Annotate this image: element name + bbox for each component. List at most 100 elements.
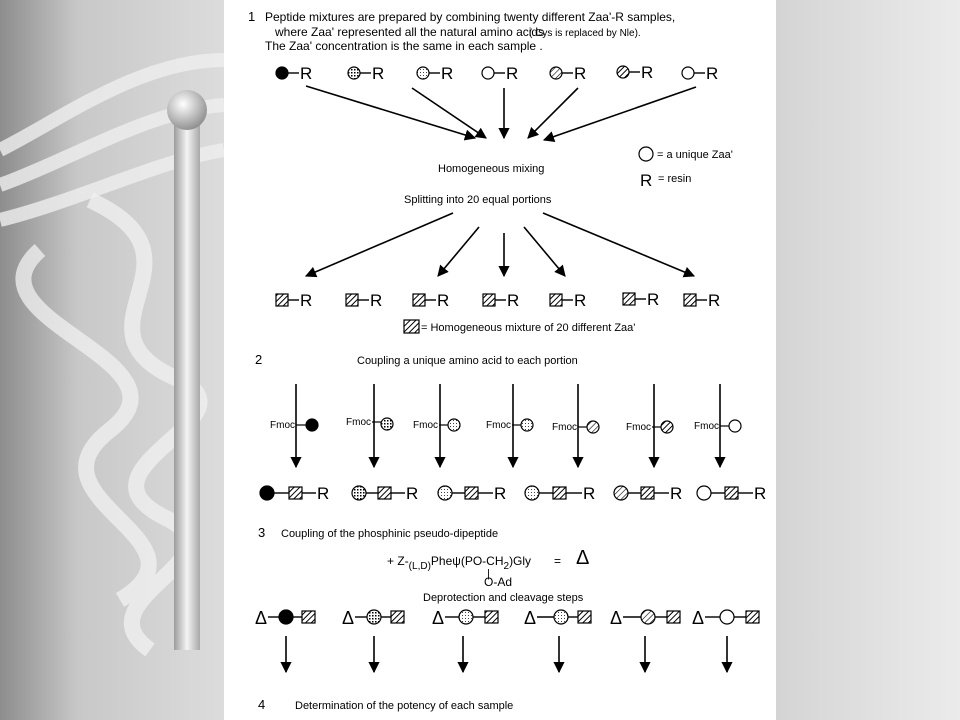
mixture-square [724,486,739,500]
cleavage-arrows [280,636,733,674]
amino-acid-circle [660,420,674,434]
resin-label: R [437,291,449,310]
mixture-square [390,610,405,624]
mixture-square [484,610,499,624]
step1-line1: Peptide mixtures are prepared by combini… [265,10,675,24]
legend-circle-text: = a unique Zaa' [657,149,733,161]
fmoc-label: Fmoc [626,422,651,433]
resin-label: R [670,484,682,503]
samples-row1: R R R R R R R [275,63,718,83]
legend: = a unique Zaa' R = resin [638,146,733,190]
split-label: Splitting into 20 equal portions [404,194,552,206]
step1-line2a: where Zaa' represented all the natural a… [274,25,544,39]
delta-icon: Δ [692,608,704,628]
delta-icon: Δ [432,608,444,628]
mixture-square [683,293,697,307]
dipeptide-resin-row: R R R R R R [259,484,766,503]
amino-acid-circle [520,418,534,432]
formula-main: + Z-(L,D)Pheψ(PO-CH2)Gly [387,554,531,572]
resin-label: R [506,64,518,83]
caduceus-background [0,0,224,720]
resin-label: R [507,291,519,310]
legend-mixture-icon [403,319,420,334]
mixture-square [666,610,681,624]
step1-line3: The Zaa' concentration is the same in ea… [265,39,543,53]
delta-icon: Δ [610,608,622,628]
delta-icon: Δ [524,608,536,628]
phosphinic-formula: + Z-(L,D)Pheψ(PO-CH2)Gly = Δ | O-Ad [387,547,589,589]
sample-circle [616,65,630,79]
step1-number: 1 [248,9,255,24]
mixture-square [745,610,760,624]
fmoc-reagents: Fmoc Fmoc Fmoc Fmoc Fmoc Fmoc Fmoc [270,417,742,434]
resin-label: R [754,484,766,503]
fmoc-label: Fmoc [694,421,719,432]
final-products-row: Δ Δ Δ Δ Δ Δ [255,608,760,628]
sample-circle [416,66,430,80]
amino-acid-circle [305,418,319,432]
diagram-panel: 1 Peptide mixtures are prepared by combi… [224,0,776,720]
fmoc-label: Fmoc [552,422,577,433]
resin-label: R [370,291,382,310]
rod [174,120,200,650]
rod-ball [167,90,207,130]
combinatorial-synthesis-diagram: 1 Peptide mixtures are prepared by combi… [248,9,766,712]
mixture-square [577,610,592,624]
mixture-square [301,610,316,624]
mixture-square [288,486,303,500]
resin-label: R [441,64,453,83]
resin-label: R [574,64,586,83]
legend-resin-symbol: R [640,171,652,190]
amino-acid-circle [447,418,461,432]
resin-label: R [647,290,659,309]
mixture-square [377,486,392,500]
resin-label: R [300,291,312,310]
formula-delta: Δ [576,547,589,569]
legend-circle-icon [638,146,654,162]
delta-icon: Δ [255,608,267,628]
delta-icon: Δ [342,608,354,628]
legend-resin-text: = resin [658,173,691,185]
step4-number: 4 [258,697,265,712]
mixture-square [464,486,479,500]
sample-circle [275,66,289,80]
diverging-arrows [304,212,696,278]
step3-number: 3 [258,525,265,540]
resin-label: R [494,484,506,503]
step4-title: Determination of the potency of each sam… [295,700,513,712]
portions-row: R R R R R R R [275,290,720,310]
mixture-square [640,486,655,500]
mixture-square [482,293,496,307]
mixture-square [345,293,359,307]
resin-label: R [708,291,720,310]
step1-line2b: ( Cys is replaced by Nle). [529,28,641,39]
mixture-square [552,486,567,500]
step3-title: Coupling of the phosphinic pseudo-dipept… [281,528,498,540]
fmoc-label: Fmoc [270,420,295,431]
amino-acid-circle [586,420,600,434]
mixture-square [622,292,636,306]
resin-label: R [372,64,384,83]
mixture-square [549,293,563,307]
sample-circle [347,66,361,80]
sample-circle [549,66,563,80]
fmoc-label: Fmoc [346,417,371,428]
right-background [776,0,960,720]
amino-acid-circle [728,419,742,433]
formula-oad: O-Ad [484,575,512,589]
resin-label: R [574,291,586,310]
fmoc-label: Fmoc [413,420,438,431]
sample-circle [681,66,695,80]
deprotection-label: Deprotection and cleavage steps [423,592,584,604]
sample-circle [481,66,495,80]
mixing-label: Homogeneous mixing [438,163,544,175]
resin-label: R [317,484,329,503]
formula-pipe: | [487,568,490,580]
step2-number: 2 [255,352,262,367]
mixture-square [412,293,426,307]
mixture-square [275,293,289,307]
converging-arrows [305,85,697,142]
formula-equals: = [554,554,561,568]
step2-title: Coupling a unique amino acid to each por… [357,355,578,367]
resin-label: R [406,484,418,503]
